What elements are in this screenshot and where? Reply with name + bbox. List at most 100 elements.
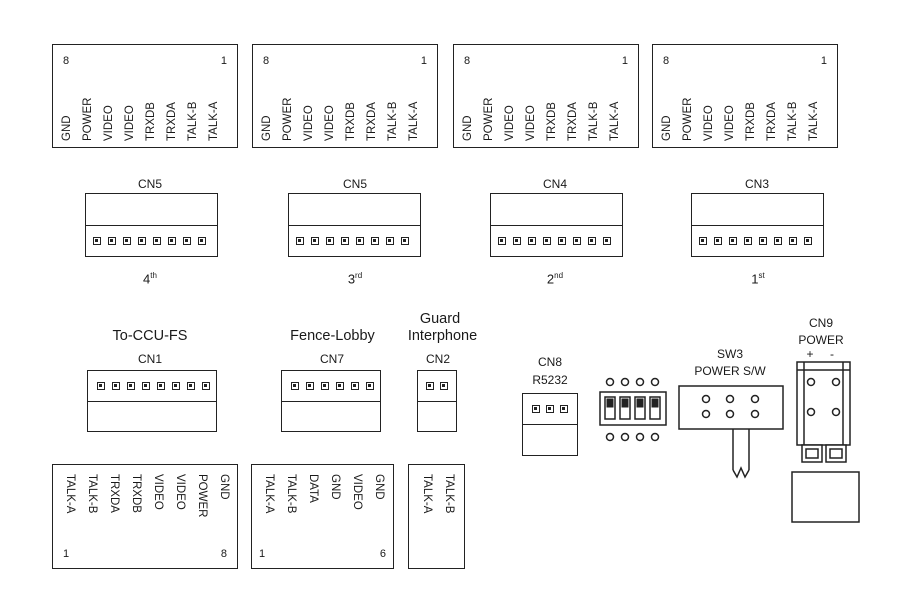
power-switch-sw3 [678, 385, 784, 479]
pin [560, 405, 568, 413]
pin-number-left: 8 [263, 55, 270, 67]
signal-label: TALK-B [86, 474, 98, 514]
pin [543, 237, 551, 245]
pin [321, 382, 329, 390]
ordinal-1st: 1st [738, 271, 778, 286]
dip-switch [599, 377, 667, 442]
pin [789, 237, 797, 245]
signal-label: GND [373, 474, 385, 500]
pin [198, 237, 206, 245]
ordinal-number: 3 [347, 271, 356, 287]
connector-label-cn9: CN9 [808, 316, 833, 330]
pin-number-right: 1 [420, 55, 427, 67]
pin [401, 237, 409, 245]
pin [759, 237, 767, 245]
pin [366, 382, 374, 390]
top-terminal-block-2nd: 8 1 GND POWER VIDEO VIDEO TRXDB TRXDA TA… [453, 44, 639, 148]
pin [202, 382, 210, 390]
pin [356, 237, 364, 245]
ordinal-number: 2 [546, 271, 555, 287]
pin [744, 237, 752, 245]
pin [528, 237, 536, 245]
connector-cn8 [522, 424, 578, 456]
pin [714, 237, 722, 245]
signal-label: TRXDA [108, 474, 120, 513]
pin [187, 382, 195, 390]
pin [603, 237, 611, 245]
signal-label: TALK-B [443, 474, 455, 514]
pin-number-left: 8 [464, 55, 471, 67]
pin [296, 237, 304, 245]
pin [386, 237, 394, 245]
ordinal-suffix: rd [355, 271, 363, 280]
pin-row-cn5-3rd [288, 225, 421, 257]
connector-cn1 [87, 401, 217, 432]
signal-label: GND [329, 474, 341, 500]
connector-cn7 [281, 401, 381, 432]
pin [341, 237, 349, 245]
pin-number-left: 8 [663, 55, 670, 67]
signal-label: TALK-A [263, 474, 275, 514]
power-connector-cn9 [791, 361, 860, 523]
pin-number-left: 1 [259, 548, 266, 560]
connector-label-cn8: CN8 [537, 355, 562, 369]
pin-number-right: 1 [820, 55, 827, 67]
switch-label-power-sw: POWER S/W [694, 364, 766, 378]
pin [153, 237, 161, 245]
pin [172, 382, 180, 390]
pin-number-left: 8 [63, 55, 70, 67]
switch-label-sw3: SW3 [716, 347, 743, 361]
connector-cn5-3rd [288, 193, 421, 226]
connector-label-cn3: CN3 [744, 177, 769, 191]
pin [306, 382, 314, 390]
connector-label-cn4: CN4 [542, 177, 567, 191]
pin [108, 237, 116, 245]
pin-number-right: 1 [621, 55, 628, 67]
pin-number-left: 1 [63, 548, 70, 560]
connector-cn2 [417, 401, 457, 432]
ordinal-suffix: st [758, 271, 765, 280]
pin [440, 382, 448, 390]
signal-label: DATA [307, 474, 319, 503]
ordinal-number: 1 [751, 271, 759, 287]
pin-row-cn3 [691, 225, 824, 257]
polarity-minus: - [830, 347, 834, 361]
signal-label: TALK-B [285, 474, 297, 514]
signal-label: VIDEO [351, 474, 363, 510]
signal-label: TALK-A [421, 474, 433, 514]
ordinal-3rd: 3rd [335, 271, 375, 286]
pin [93, 237, 101, 245]
signal-label: TALK-A [64, 474, 76, 514]
bottom-terminal-block-cn1: TALK-A TALK-B TRXDA TRXDB VIDEO VIDEO PO… [52, 464, 238, 569]
pin [291, 382, 299, 390]
connector-cn4 [490, 193, 623, 226]
connector-label-power: POWER [798, 333, 844, 347]
pin [729, 237, 737, 245]
connector-label-cn2: CN2 [425, 352, 450, 366]
connector-label-r5232: R5232 [532, 373, 568, 387]
polarity-plus: + [806, 347, 814, 361]
pin [127, 382, 135, 390]
pin-number-right: 6 [379, 548, 386, 560]
pin [371, 237, 379, 245]
connector-label-cn1: CN1 [137, 352, 162, 366]
pin [138, 237, 146, 245]
pin [804, 237, 812, 245]
pin [699, 237, 707, 245]
pin-row-cn2 [417, 370, 457, 402]
bottom-terminal-block-cn7: TALK-A TALK-B DATA GND VIDEO GND 1 6 [251, 464, 394, 569]
pin [532, 405, 540, 413]
pin-row-cn4 [490, 225, 623, 257]
pin [513, 237, 521, 245]
top-terminal-block-3rd: 8 1 GND POWER VIDEO VIDEO TRXDB TRXDA TA… [252, 44, 438, 148]
pin [326, 237, 334, 245]
connector-label-cn7: CN7 [319, 352, 344, 366]
top-terminal-block-4th: 8 1 GND POWER VIDEO VIDEO TRXDB TRXDA TA… [52, 44, 238, 148]
pin [157, 382, 165, 390]
pin [546, 405, 554, 413]
pin [168, 237, 176, 245]
pin [558, 237, 566, 245]
title-guard: Guard [419, 311, 461, 327]
pin [774, 237, 782, 245]
